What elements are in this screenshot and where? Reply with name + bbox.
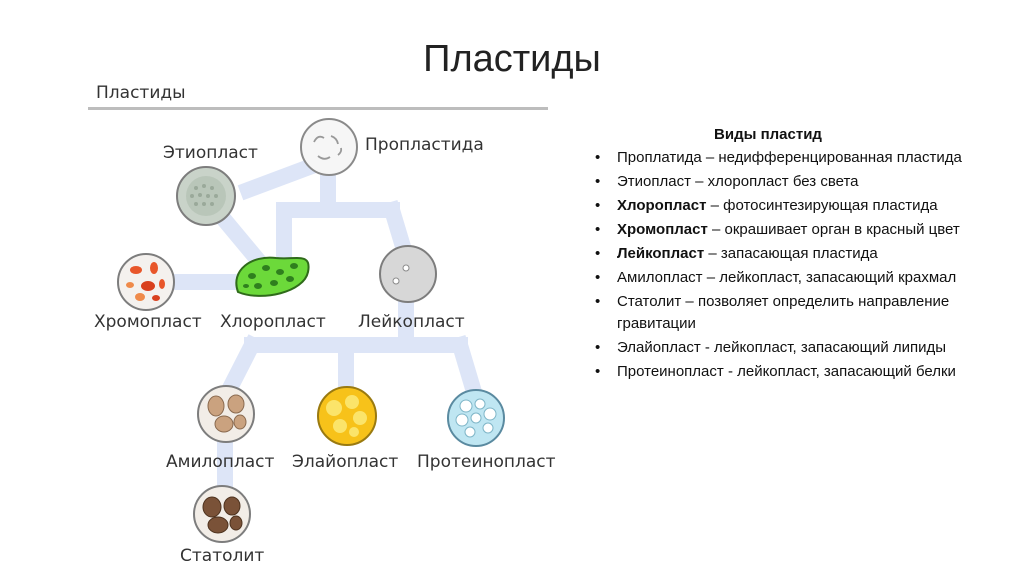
proplastid-icon <box>300 118 358 176</box>
plastid-diagram: Пластиды Пропластида Этиопласт <box>88 83 556 566</box>
label-etioplast: Этиопласт <box>163 143 258 163</box>
label-proplastid: Пропластида <box>365 135 484 155</box>
label-leucoplast: Лейкопласт <box>358 312 465 332</box>
connectors <box>160 149 484 498</box>
diagram-header: Пластиды <box>96 83 186 103</box>
legend-item: Проплатида – недифференцированная пласти… <box>590 147 990 169</box>
label-proteinoplast: Протеинопласт <box>417 452 556 472</box>
legend-item: Этиопласт – хлоропласт без света <box>590 171 990 193</box>
plastid-types-legend: Виды пластид Проплатида – недифференциро… <box>590 124 990 385</box>
legend-title: Виды пластид <box>714 126 822 143</box>
legend-item: Лейкопласт – запасающая пластида <box>590 243 990 265</box>
etioplast-icon <box>176 166 236 226</box>
chloroplast-icon <box>235 256 310 297</box>
elaioplast-icon <box>317 386 377 446</box>
label-elaioplast: Элайопласт <box>292 452 398 472</box>
label-amyloplast: Амилопласт <box>166 452 275 472</box>
legend-item: Хромопласт – окрашивает орган в красный … <box>590 219 990 241</box>
chromoplast-icon <box>117 253 175 311</box>
label-chromoplast: Хромопласт <box>94 312 202 332</box>
slide-title: Пластиды <box>423 38 601 80</box>
legend-list: Проплатида – недифференцированная пласти… <box>590 147 990 383</box>
legend-item: Протеинопласт - лейкопласт, запасающий б… <box>590 361 990 383</box>
legend-item: Хлоропласт – фотосинтезирующая пластида <box>590 195 990 217</box>
header-underline <box>88 107 548 110</box>
label-chloroplast: Хлоропласт <box>220 312 326 332</box>
label-statolith: Статолит <box>180 546 264 566</box>
legend-item: Статолит – позволяет определить направле… <box>590 291 990 335</box>
leucoplast-icon <box>379 245 437 303</box>
connector-to-amyloplast <box>217 334 263 403</box>
amyloplast-icon <box>197 385 255 443</box>
connector-to-proteinoplast <box>450 335 484 402</box>
connector-branch-leucoplast <box>382 200 414 260</box>
proteinoplast-icon <box>447 389 505 447</box>
legend-item: Амилопласт – лейкопласт, запасающий крах… <box>590 267 990 289</box>
statolith-icon <box>193 485 251 543</box>
legend-item: Элайопласт - лейкопласт, запасающий липи… <box>590 337 990 359</box>
